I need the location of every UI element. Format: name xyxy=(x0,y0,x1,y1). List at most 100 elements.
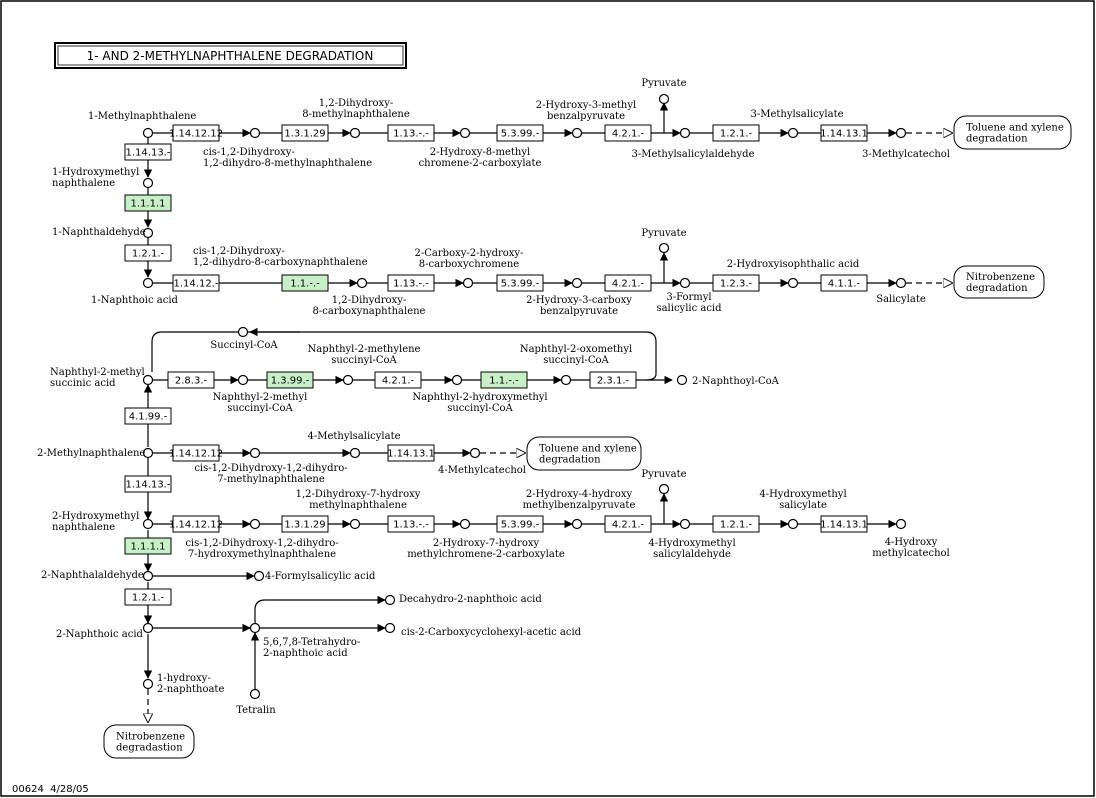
compound-node[interactable] xyxy=(459,518,471,530)
compound-node[interactable] xyxy=(787,518,799,530)
enzyme-box[interactable]: 5.3.99.- xyxy=(496,274,544,292)
compound-node[interactable] xyxy=(787,277,799,289)
enzyme-box[interactable]: 1.13.-.- xyxy=(387,124,435,142)
enzyme-box[interactable]: 1.14.12.12 xyxy=(169,444,223,462)
enzyme-box[interactable]: 1.2.1.- xyxy=(712,124,760,142)
enzyme-box[interactable]: 4.2.1.- xyxy=(604,515,652,533)
compound-node[interactable] xyxy=(679,127,691,139)
enzyme-box[interactable]: 1.14.13.1 xyxy=(820,124,868,142)
compound-succinyl-coa[interactable] xyxy=(237,326,249,338)
compound-label-line: 3-Methylsalicylate xyxy=(750,109,843,120)
compound-label-line: 3-Methylsalicylaldehyde xyxy=(631,149,754,160)
compound-node[interactable] xyxy=(679,277,691,289)
enzyme-box[interactable]: 1.14.12.- xyxy=(172,274,220,292)
enzyme-box[interactable]: 1.1.-.- xyxy=(281,274,329,292)
enzyme-box[interactable]: 1.2.3.- xyxy=(712,274,760,292)
compound-tetralin[interactable] xyxy=(249,688,261,700)
enzyme-box[interactable]: 1.14.13.1 xyxy=(820,515,868,533)
enzyme-box[interactable]: 1.1.1.1 xyxy=(124,537,172,555)
compound-node[interactable] xyxy=(384,622,396,634)
enzyme-box[interactable]: 2.8.3.- xyxy=(167,371,215,389)
compound-1-methylnaphthalene[interactable] xyxy=(142,127,154,139)
compound-label-line: Naphthyl-2-oxomethyl xyxy=(520,344,632,355)
compound-node[interactable] xyxy=(349,127,361,139)
compound-node[interactable] xyxy=(451,374,463,386)
compound-2-naphthoic-acid[interactable] xyxy=(142,622,154,634)
compound-node[interactable] xyxy=(249,622,261,634)
compound-node[interactable] xyxy=(560,374,572,386)
enzyme-box[interactable]: 1.14.13.1 xyxy=(387,444,435,462)
compound-node[interactable] xyxy=(349,447,361,459)
compound-node[interactable] xyxy=(895,277,907,289)
compound-node[interactable] xyxy=(142,177,154,189)
compound-node[interactable] xyxy=(142,227,154,239)
compound-node[interactable] xyxy=(249,518,261,530)
enzyme-label: 1.13.-.- xyxy=(393,520,429,531)
compound-node[interactable] xyxy=(384,594,396,606)
enzyme-box[interactable]: 2.3.1.- xyxy=(589,371,637,389)
compound-label-line: 4-Hydroxy xyxy=(885,537,938,548)
compound-node[interactable] xyxy=(237,374,249,386)
compound-node[interactable] xyxy=(787,127,799,139)
enzyme-box[interactable]: 4.1.1.- xyxy=(820,274,868,292)
compound-node[interactable] xyxy=(571,518,583,530)
enzyme-box[interactable]: 1.14.12.12 xyxy=(169,515,223,533)
enzyme-box[interactable]: 4.1.99.- xyxy=(124,407,172,425)
compound-node[interactable] xyxy=(469,447,481,459)
enzyme-box[interactable]: 1.3.99.- xyxy=(266,371,314,389)
compound-node[interactable] xyxy=(462,277,474,289)
compound-pyruvate[interactable] xyxy=(658,93,670,105)
enzyme-box[interactable]: 5.3.99.- xyxy=(496,515,544,533)
compound-node[interactable] xyxy=(679,518,691,530)
compound-node[interactable] xyxy=(895,127,907,139)
compound-node[interactable] xyxy=(356,277,368,289)
enzyme-box[interactable]: 1.3.1.29 xyxy=(281,515,329,533)
enzyme-box[interactable]: 1.14.13.- xyxy=(124,475,172,493)
compound-pyruvate[interactable] xyxy=(658,242,670,254)
compound-node[interactable] xyxy=(342,374,354,386)
compound-node[interactable] xyxy=(142,678,154,690)
compound-2-naphthoyl-coa[interactable] xyxy=(676,374,688,386)
enzyme-box[interactable]: 1.2.1.- xyxy=(124,244,172,262)
compound-node[interactable] xyxy=(249,127,261,139)
enzyme-box[interactable]: 1.13.-.- xyxy=(387,515,435,533)
enzyme-box[interactable]: 1.3.1.29 xyxy=(281,124,329,142)
compound-node[interactable] xyxy=(142,570,154,582)
compound-node[interactable] xyxy=(571,277,583,289)
compound-2-methylnaphthalene[interactable] xyxy=(142,447,154,459)
enzyme-label: 1.13.-.- xyxy=(393,129,429,140)
enzyme-box[interactable]: 1.14.13.- xyxy=(124,143,172,161)
enzyme-box[interactable]: 4.2.1.- xyxy=(604,274,652,292)
enzyme-box[interactable]: 1.14.12.12 xyxy=(169,124,223,142)
compound-node[interactable] xyxy=(253,570,265,582)
enzyme-box[interactable]: 1.1.1.1 xyxy=(124,194,172,212)
compound-label-line: 5,6,7,8-Tetrahydro- xyxy=(263,637,360,648)
enzyme-box[interactable]: 1.2.1.- xyxy=(712,515,760,533)
compound-node[interactable] xyxy=(142,518,154,530)
compound-node[interactable] xyxy=(249,447,261,459)
compound-node[interactable] xyxy=(895,518,907,530)
compound-label: 1,2-Dihydroxy-8-methylnaphthalene xyxy=(302,98,410,120)
enzyme-box[interactable]: 4.2.1.- xyxy=(374,371,422,389)
compound-label: Pyruvate xyxy=(641,228,686,239)
compound-node[interactable] xyxy=(459,127,471,139)
enzyme-box[interactable]: 1.2.1.- xyxy=(124,588,172,606)
compound-node[interactable] xyxy=(571,127,583,139)
compound-pyruvate[interactable] xyxy=(658,483,670,495)
compound-node[interactable] xyxy=(142,374,154,386)
enzyme-box[interactable]: 1.13.-.- xyxy=(387,274,435,292)
compound-node[interactable] xyxy=(142,277,154,289)
enzyme-box[interactable]: 5.3.99.- xyxy=(496,124,544,142)
enzyme-label: 1.1.1.1 xyxy=(131,199,166,210)
enzyme-label: 1.2.1.- xyxy=(132,249,165,260)
enzyme-label: 2.3.1.- xyxy=(597,376,630,387)
compound-node[interactable] xyxy=(349,518,361,530)
enzyme-box[interactable]: 4.2.1.- xyxy=(604,124,652,142)
enzyme-box[interactable]: 1.1.-.- xyxy=(480,371,528,389)
